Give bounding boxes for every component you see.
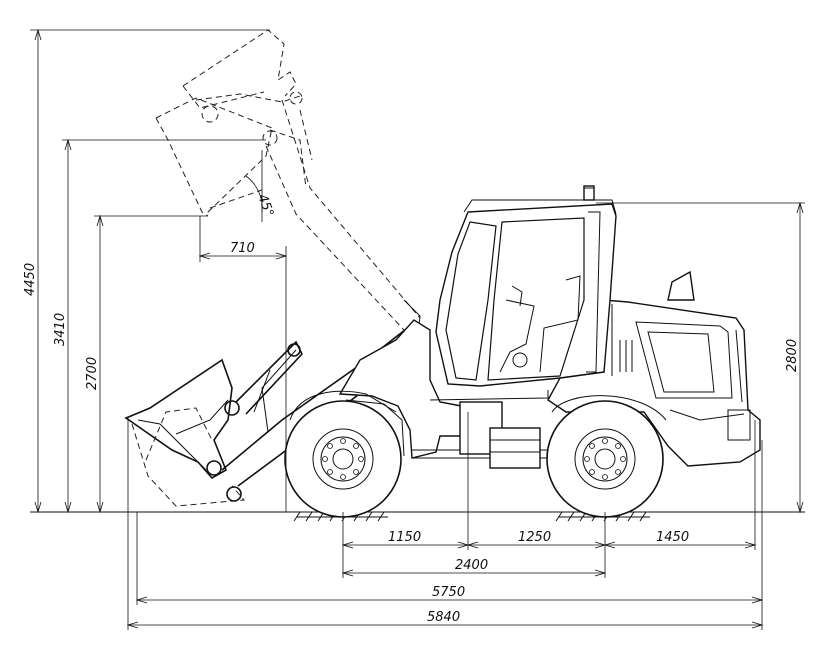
dim-height-dump: 2700 — [85, 214, 208, 514]
dim-front-overhang: 1150 — [341, 530, 470, 549]
dim-length-overall: 5840 — [126, 610, 764, 629]
dim-height-cab: 2800 — [596, 201, 805, 514]
front-overhang-label: 1150 — [388, 530, 421, 545]
wheelbase-label: 2400 — [455, 558, 488, 573]
rear-body — [547, 270, 761, 467]
extension-lines — [127, 412, 763, 630]
length-overall-label: 5840 — [427, 610, 460, 625]
ground-line — [30, 511, 805, 522]
height-max-label: 4450 — [23, 263, 38, 296]
dim-reach: 710 — [198, 216, 288, 512]
rear-fender — [551, 395, 667, 421]
rear-wheel — [546, 400, 664, 518]
dim-cab-to-rear-axle: 1250 — [466, 530, 607, 549]
angle-label: 45° — [254, 192, 276, 219]
reach-label: 710 — [230, 241, 255, 256]
height-pivot-label: 3410 — [53, 313, 68, 346]
front-chassis — [338, 319, 561, 469]
cab-to-rear-axle-label: 1250 — [518, 530, 551, 545]
raised-boom-outline — [265, 99, 421, 331]
cab — [435, 185, 617, 387]
dim-length-tooth: 5750 — [135, 585, 764, 604]
height-cab-label: 2800 — [785, 339, 800, 372]
length-tooth-label: 5750 — [432, 585, 465, 600]
front-wheel — [284, 400, 402, 518]
height-dump-label: 2700 — [85, 357, 100, 390]
rear-overhang-label: 1450 — [656, 530, 689, 545]
front-fender — [289, 390, 397, 421]
dim-wheelbase: 2400 — [341, 558, 607, 577]
dim-angle: 45° — [245, 150, 276, 222]
dim-height-max: 4450 — [23, 28, 270, 514]
dim-height-pivot: 3410 — [53, 138, 266, 514]
raised-bucket-outline — [155, 29, 307, 217]
dim-rear-overhang: 1450 — [603, 530, 757, 549]
